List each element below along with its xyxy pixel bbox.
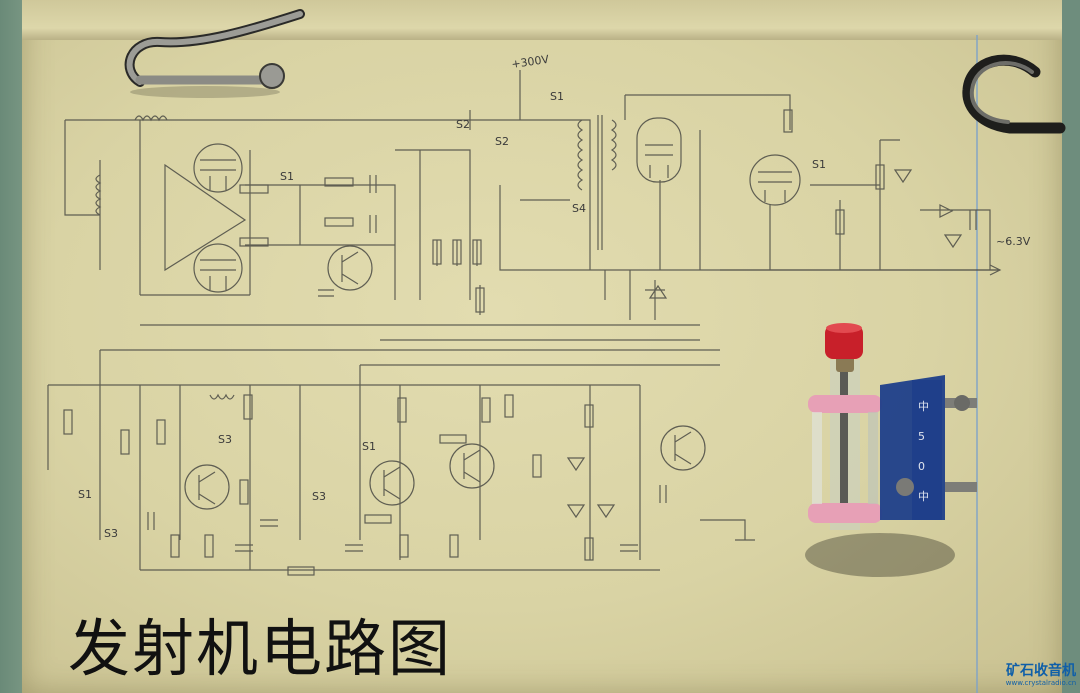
notebook-page bbox=[22, 0, 1062, 693]
transistor-b1 bbox=[184, 464, 230, 510]
label-s1-top: S1 bbox=[550, 90, 564, 103]
label-s4: S4 bbox=[572, 202, 586, 215]
ground bbox=[700, 519, 755, 541]
transistor-top bbox=[327, 245, 373, 291]
label-s1-right: S1 bbox=[812, 158, 826, 171]
wires-bottom bbox=[47, 384, 660, 571]
triangle-cross bbox=[164, 163, 247, 272]
output-tube-grid bbox=[645, 144, 673, 178]
label-s3-left: S3 bbox=[104, 527, 118, 540]
tube-2 bbox=[193, 243, 243, 293]
transistor-b4 bbox=[660, 425, 706, 471]
resistor-2 bbox=[324, 177, 354, 187]
margin-line bbox=[976, 35, 978, 693]
wires-mid bbox=[245, 110, 471, 300]
metal-clip-left-icon bbox=[124, 9, 305, 98]
tube-right bbox=[749, 154, 801, 206]
label-s1-b: S1 bbox=[362, 440, 376, 453]
transistor-leads-b bbox=[198, 431, 692, 505]
coil-bottom bbox=[209, 393, 235, 400]
label-s1-left: S1 bbox=[78, 488, 92, 501]
coil-left bbox=[95, 174, 102, 216]
label-s1-mid: S1 bbox=[280, 170, 294, 183]
page-title: 发射机电路图 bbox=[68, 612, 453, 685]
label-s2-top: S2 bbox=[456, 118, 470, 131]
label-s2-b: S2 bbox=[495, 135, 509, 148]
watermark-url: www.crystalradio.cn bbox=[1005, 679, 1077, 687]
tube-1-grid bbox=[200, 159, 236, 190]
caps-row bbox=[318, 175, 377, 297]
bottom-rail bbox=[99, 324, 720, 540]
res-column bbox=[436, 240, 481, 315]
transistor-b3 bbox=[449, 443, 495, 489]
svg-text:中: 中 bbox=[918, 490, 929, 503]
resistor-right-2 bbox=[835, 209, 845, 235]
wires-right-top bbox=[499, 70, 1000, 271]
label-filament: ~6.3V bbox=[996, 235, 1031, 248]
transistor-top-leads bbox=[341, 251, 359, 285]
output-tube bbox=[636, 117, 682, 183]
variable-capacitor-icon: 中 5 0 中 bbox=[805, 323, 977, 577]
label-s3-a: S3 bbox=[218, 433, 232, 446]
transformer bbox=[577, 115, 617, 250]
coil-top bbox=[134, 115, 168, 122]
transistor-b2 bbox=[369, 460, 415, 506]
caps-bottom bbox=[147, 485, 667, 552]
site-watermark: 矿石收音机 www.crystalradio.cn bbox=[1002, 664, 1080, 693]
resistor-3 bbox=[324, 217, 354, 227]
label-s3-b: S3 bbox=[312, 490, 326, 503]
svg-text:中: 中 bbox=[918, 400, 929, 413]
label-voltage: +300V bbox=[511, 53, 551, 71]
tube-right-grid bbox=[758, 139, 900, 270]
wires-right bbox=[604, 94, 791, 320]
tube-1 bbox=[193, 143, 243, 193]
svg-text:5: 5 bbox=[918, 430, 925, 443]
tube-2-grid bbox=[200, 259, 236, 290]
resistor-1 bbox=[239, 184, 269, 194]
wire-top-main bbox=[64, 119, 520, 296]
resistor-right bbox=[783, 109, 793, 133]
resistor-right-3 bbox=[875, 164, 885, 190]
metal-clip-right-icon bbox=[962, 54, 1066, 134]
page-top-fold bbox=[22, 0, 1062, 40]
output-arrow bbox=[720, 264, 1002, 276]
diodes-right bbox=[893, 169, 991, 270]
watermark-main: 矿石收音机 bbox=[1006, 663, 1076, 679]
diodes-bottom bbox=[566, 284, 668, 519]
svg-text:0: 0 bbox=[918, 460, 925, 473]
resistor-4 bbox=[239, 237, 269, 247]
